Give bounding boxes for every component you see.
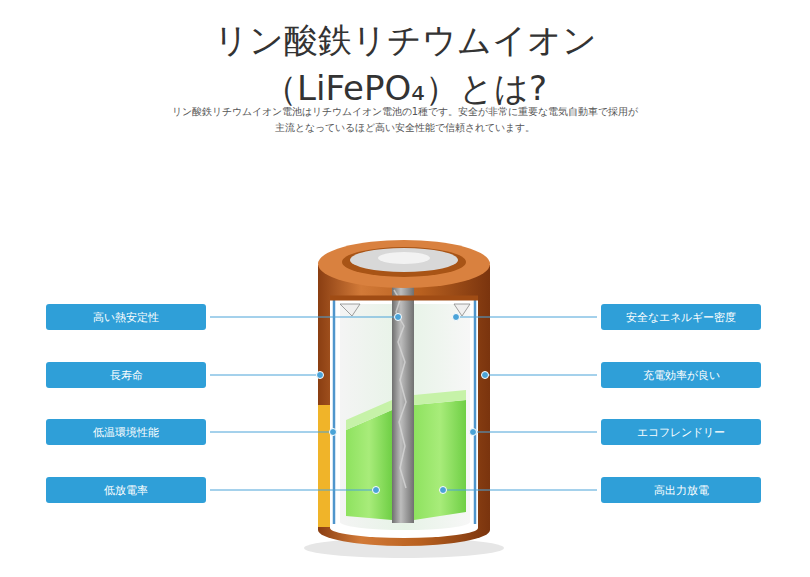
top-rim [342,247,466,277]
leader-dot [373,487,380,494]
feature-box: 高出力放電 [601,477,761,503]
feature-label: 充電効率が良い [643,368,720,383]
leader-dots [317,314,489,494]
feature-box: 高い熱安定性 [46,304,206,330]
top-terminal [378,252,430,264]
feature-box: 低放電率 [46,477,206,503]
yellow-band [318,405,332,527]
gasket [340,304,470,316]
leader-line [210,432,331,433]
leader-line [485,375,597,376]
leader-dot [470,429,477,436]
feature-label: 低放電率 [104,483,148,498]
feature-box: エコフレンドリー [601,419,761,445]
leader-dot [317,372,324,379]
top-seal [330,296,478,301]
rod-texture [394,290,406,488]
feature-box: 長寿命 [46,362,206,388]
feature-box: 低温環境性能 [46,419,206,445]
leader-line [457,317,597,318]
leader-line [210,490,374,491]
leader-dot [440,487,447,494]
battery-can [318,265,490,546]
top-cap [350,248,458,272]
center-rod [392,268,414,523]
intro-caption: リン酸鉄リチウムイオン電池はリチウムイオン電池の1種です。安全が非常に重要な電気… [168,104,642,136]
leader-lines [210,317,597,490]
leader-line [444,490,597,491]
feature-label: 高い熱安定性 [93,310,159,325]
leader-line [473,432,597,433]
feature-label: 安全なエネルギー密度 [626,310,736,325]
feature-label: エコフレンドリー [637,425,725,440]
feature-label: 低温環境性能 [93,425,159,440]
leader-dot [453,314,460,321]
leader-line [210,317,396,318]
feature-label: 高出力放電 [654,483,709,498]
page-title: リン酸鉄リチウムイオン （LiFePO₄）とは? [205,16,605,112]
leader-dot [395,314,402,321]
leader-line [210,375,320,376]
electrolyte [414,400,466,520]
battery-top [318,240,490,288]
feature-box: 安全なエネルギー密度 [601,304,761,330]
leader-dot [330,429,337,436]
feature-label: 長寿命 [110,368,143,383]
feature-box: 充電効率が良い [601,362,761,388]
leader-dot [482,372,489,379]
